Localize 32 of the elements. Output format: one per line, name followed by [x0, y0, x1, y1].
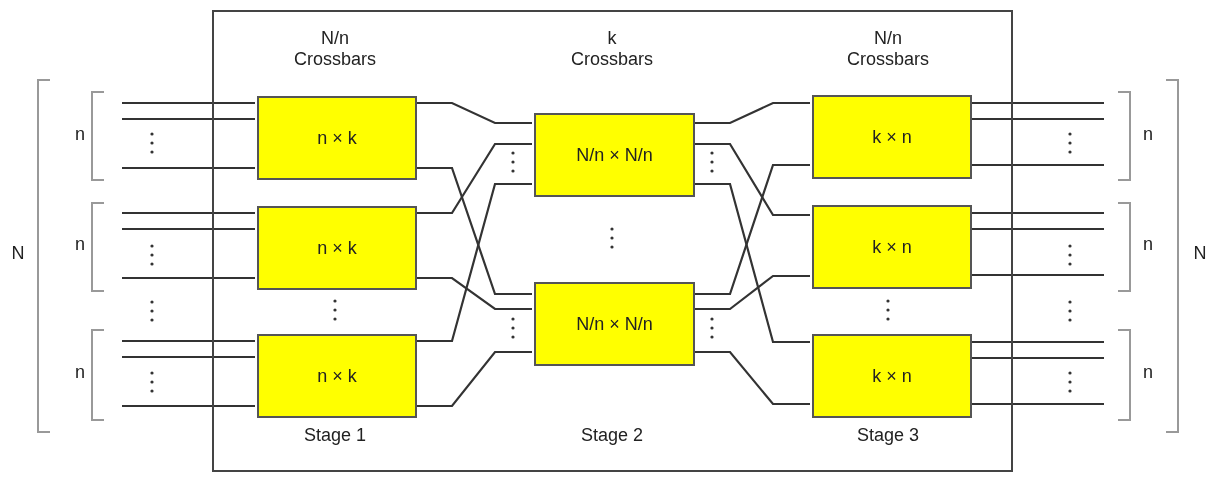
- connection-line: [122, 227, 255, 231]
- text-label: n: [1142, 362, 1154, 383]
- crossbar-box: k × n: [812, 334, 972, 418]
- connection-line: [122, 276, 255, 280]
- text-label: n: [1142, 124, 1154, 145]
- connection-line: [122, 117, 255, 121]
- frame-box: [212, 10, 1013, 472]
- text-label: N: [1192, 243, 1208, 264]
- crossbar-box: n × k: [257, 206, 417, 290]
- text-label: Stage 1: [302, 425, 368, 446]
- connection-line: [122, 101, 255, 105]
- connection-line: [122, 404, 255, 408]
- crossbar-box: k × n: [812, 205, 972, 289]
- text-label: n: [1142, 234, 1154, 255]
- text-label: N: [10, 243, 26, 264]
- text-label: N/n Crossbars: [846, 28, 930, 70]
- text-label: Stage 2: [579, 425, 645, 446]
- crossbar-box: N/n × N/n: [534, 282, 695, 366]
- crossbar-box: k × n: [812, 95, 972, 179]
- text-label: n: [74, 124, 86, 145]
- connection-line: [122, 355, 255, 359]
- text-label: Stage 3: [855, 425, 921, 446]
- crossbar-box: n × k: [257, 334, 417, 418]
- crossbar-box: n × k: [257, 96, 417, 180]
- crossbar-box: N/n × N/n: [534, 113, 695, 197]
- text-label: n: [74, 234, 86, 255]
- connection-line: [122, 166, 255, 170]
- text-label: n: [74, 362, 86, 383]
- text-label: N/n Crossbars: [293, 28, 377, 70]
- text-label: k Crossbars: [570, 28, 654, 70]
- connection-line: [122, 339, 255, 343]
- connection-line: [122, 211, 255, 215]
